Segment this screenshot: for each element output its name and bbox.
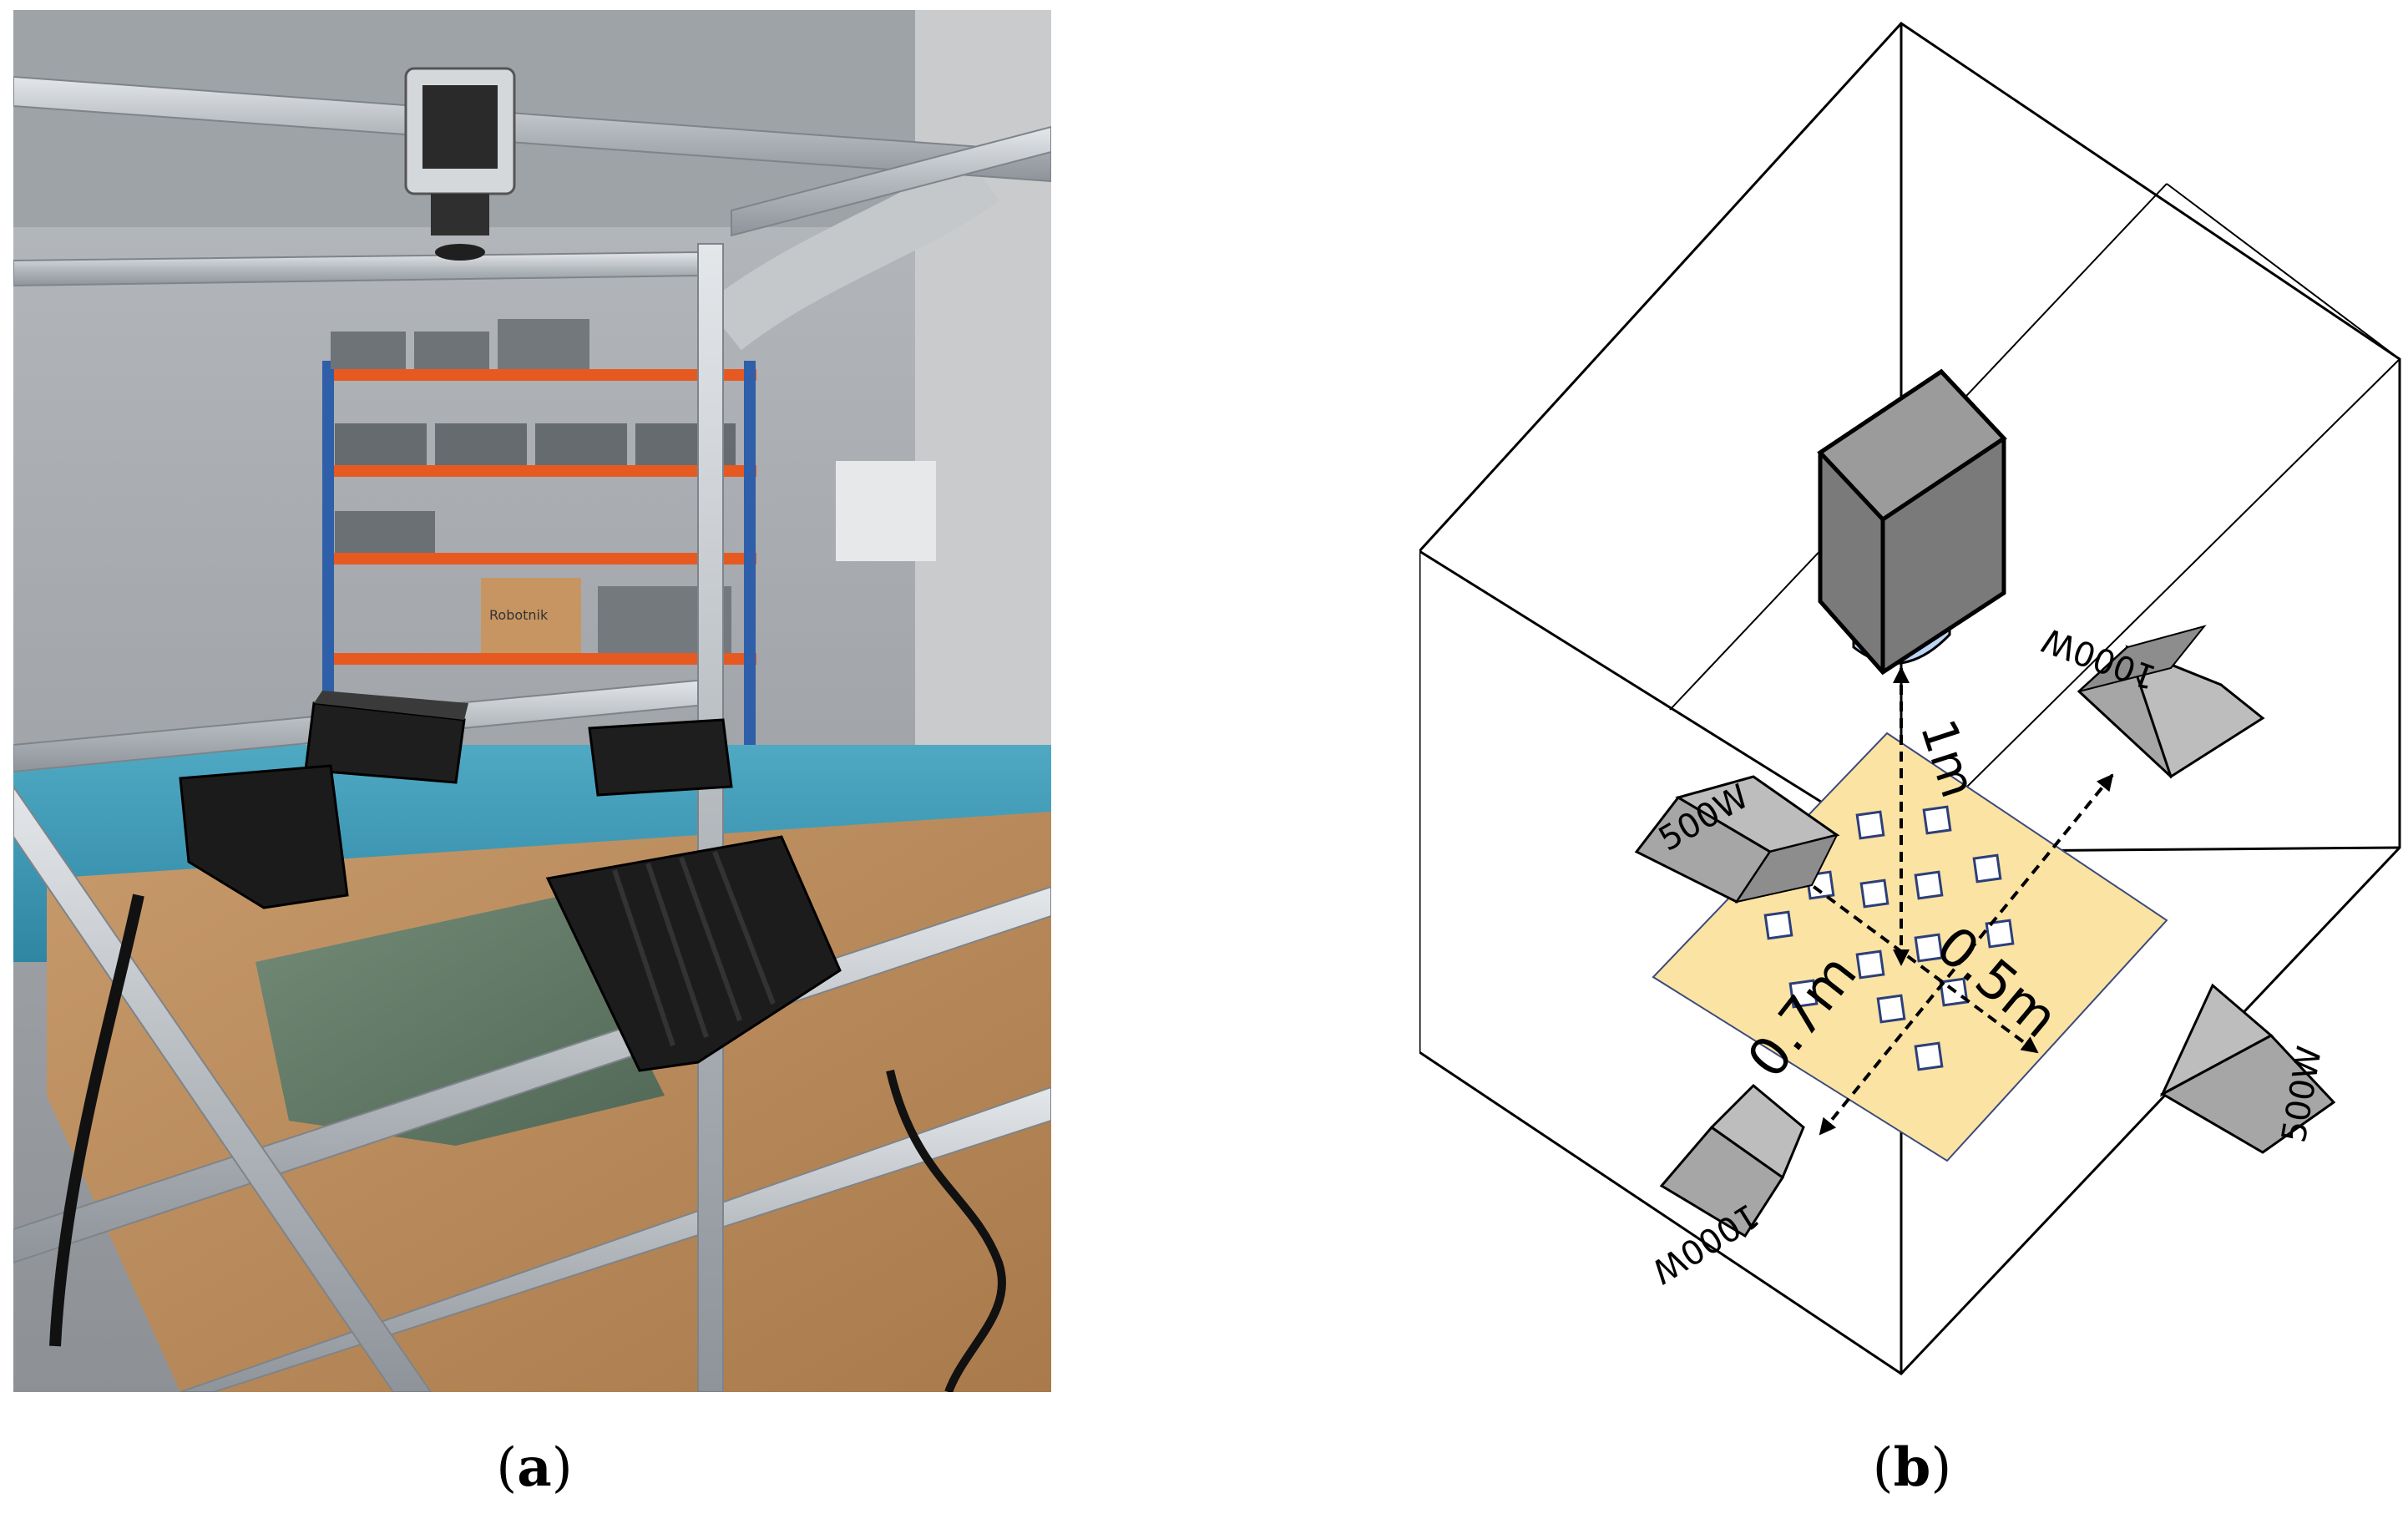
diagram-panel-b: 1m 0.5m 0.7m 1000W 500W 500W 1000W [1418, 17, 2408, 1390]
lamp-1000w-bottom [1659, 1083, 1805, 1238]
back-edges [1669, 23, 2400, 853]
white-cabinet [836, 461, 936, 561]
sample-square [1855, 949, 1885, 980]
photo-panel-a: Robotnik [13, 10, 1052, 1394]
power-cable [49, 894, 144, 1347]
caption-a: (a) [496, 1436, 573, 1499]
camera-block [1817, 368, 2007, 676]
length-arrow [1785, 865, 2039, 1054]
flood-light-4 [545, 835, 842, 1072]
lab-setup-photo: Robotnik [13, 10, 1052, 1394]
sample-square [1855, 810, 1885, 840]
cardboard-box [481, 578, 581, 653]
flood-light-1 [304, 691, 468, 784]
lamp-500w-right [2159, 983, 2336, 1154]
sample-square [1914, 1041, 1944, 1071]
lamp-500w-left [1634, 775, 1840, 904]
camera-device [404, 67, 516, 261]
sample-square [1876, 994, 1906, 1024]
power-cable-2 [886, 1069, 1007, 1394]
flood-light-3 [179, 764, 349, 909]
box-label: Robotnik [489, 607, 549, 623]
lamp-1000w-top [2077, 625, 2265, 779]
caption-b: (b) [1872, 1436, 1952, 1499]
sample-square [1763, 910, 1793, 940]
storage-shelf [322, 319, 756, 745]
sample-square [1914, 870, 1944, 900]
sample-square [1922, 805, 1952, 835]
flood-light-2 [588, 718, 733, 797]
glass-plate [255, 895, 665, 1146]
enclosure-box [1418, 22, 2401, 1375]
dimension-arrows [1785, 666, 2114, 1136]
setup-schematic: 1m 0.5m 0.7m 1000W 500W 500W 1000W [1418, 22, 2401, 1375]
flexible-duct [705, 153, 999, 351]
sample-square [1859, 878, 1889, 909]
sample-square [1972, 853, 2002, 884]
width-arrow [1819, 773, 2114, 1136]
